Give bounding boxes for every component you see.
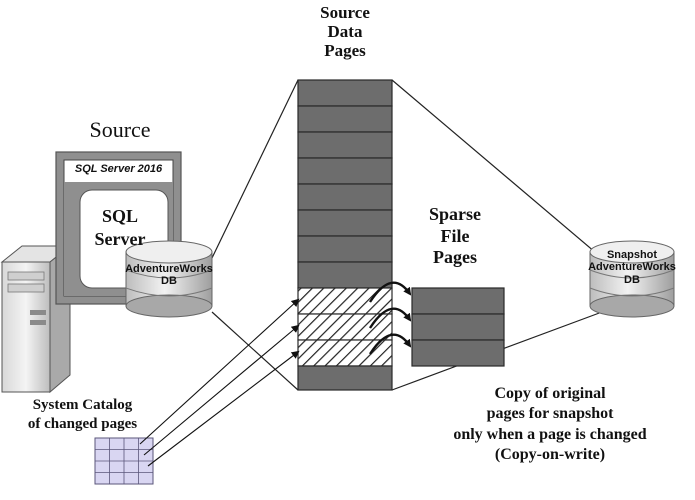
label-line: AdventureWorks bbox=[588, 261, 676, 274]
source-page bbox=[297, 157, 393, 185]
source-page bbox=[297, 365, 393, 391]
source-data-pages-title: Source Data Pages bbox=[290, 3, 400, 60]
caption-line: only when a page is changed bbox=[453, 425, 647, 443]
catalog-arrows bbox=[139, 298, 300, 467]
label-line: DB bbox=[624, 273, 640, 286]
source-db-label: AdventureWorks DB bbox=[115, 263, 223, 288]
label-line: Server bbox=[94, 228, 146, 249]
sparse-page bbox=[411, 313, 505, 341]
source-page bbox=[297, 183, 393, 211]
sparse-file-pages-title: Sparse File Pages bbox=[410, 204, 500, 269]
source-page bbox=[297, 105, 393, 133]
label-line: SQL bbox=[101, 206, 139, 226]
copy-on-write-caption: Copy of original pages for snapshot only… bbox=[415, 384, 685, 465]
grid-catalog-icon bbox=[94, 437, 154, 485]
sparse-page bbox=[411, 339, 505, 367]
sql-server-label: SQL Server bbox=[80, 205, 160, 250]
sparse-file-pages bbox=[411, 287, 505, 367]
server-tower-icon bbox=[0, 244, 72, 394]
sql-server-version: SQL Server 2016 bbox=[74, 163, 163, 175]
sql-server-panel bbox=[55, 151, 182, 305]
source-page bbox=[297, 235, 393, 263]
source-page bbox=[297, 79, 393, 107]
curved-arrow-icon bbox=[368, 281, 412, 355]
title-line: Pages bbox=[324, 41, 366, 61]
source-page bbox=[297, 261, 393, 289]
snapshot-db-label: Snapshot AdventureWorks DB bbox=[576, 249, 688, 286]
title-line: File bbox=[440, 225, 470, 246]
title-line: Source bbox=[320, 3, 370, 22]
sparse-page bbox=[411, 287, 505, 315]
caption-line: Copy of original bbox=[494, 385, 606, 402]
title-line: Data bbox=[327, 22, 363, 42]
database-cylinder-icon bbox=[125, 240, 213, 318]
system-catalog-label: System Catalog of changed pages bbox=[0, 396, 165, 434]
label-line: of changed pages bbox=[27, 415, 138, 432]
caption-line: (Copy-on-write) bbox=[494, 445, 606, 463]
caption-line: pages for snapshot bbox=[486, 405, 614, 423]
source-page bbox=[297, 131, 393, 159]
title-line: Sparse bbox=[428, 204, 481, 224]
source-title: Source bbox=[89, 117, 151, 142]
source-page bbox=[297, 209, 393, 237]
label-line: DB bbox=[161, 275, 177, 288]
label-line: Snapshot bbox=[606, 249, 658, 261]
snapshot-database-icon bbox=[589, 240, 675, 318]
source-data-pages bbox=[297, 79, 393, 391]
label-line: System Catalog bbox=[32, 397, 133, 413]
title-line: Pages bbox=[433, 247, 477, 268]
label-line: AdventureWorks bbox=[125, 263, 213, 275]
